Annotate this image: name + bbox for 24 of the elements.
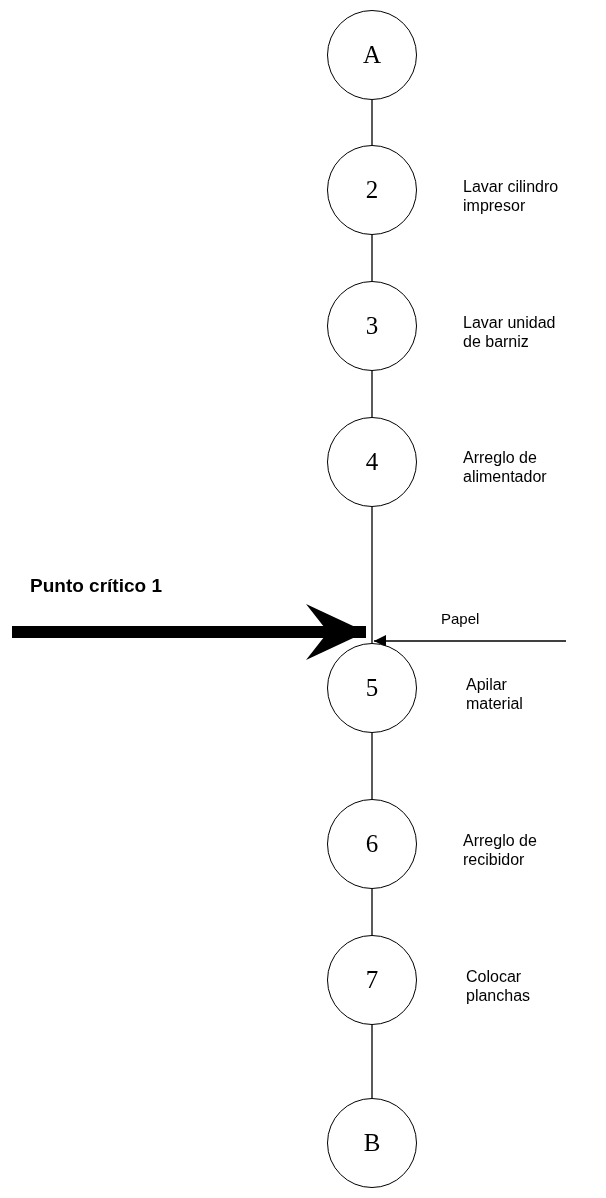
connector-line [371, 888, 373, 936]
step-description: Colocar planchas [466, 967, 532, 1005]
step-number: 4 [365, 448, 379, 476]
step-description: Lavar cilindro impresor [463, 177, 560, 215]
step-description: Apilar material [466, 675, 524, 713]
step-number: 2 [365, 176, 379, 204]
arrow [12, 604, 366, 660]
input-label: Papel [441, 610, 480, 627]
connector-line [371, 506, 373, 644]
step-number: 5 [365, 674, 379, 702]
step-description: Arreglo de alimentador [463, 448, 548, 486]
step-number: 7 [365, 966, 379, 994]
arrow [373, 635, 567, 647]
step-description: Arreglo de recibidor [463, 831, 538, 869]
step-number: 3 [365, 312, 379, 340]
step-description: Lavar unidad de barniz [463, 313, 557, 351]
connector-line [371, 1024, 373, 1099]
connector-line [371, 732, 373, 800]
connector-line [371, 99, 373, 146]
step-number: 6 [365, 830, 379, 858]
step-number: B [363, 1129, 381, 1157]
connector-line [371, 370, 373, 418]
step-number: A [362, 41, 382, 69]
connector-line [371, 234, 373, 282]
